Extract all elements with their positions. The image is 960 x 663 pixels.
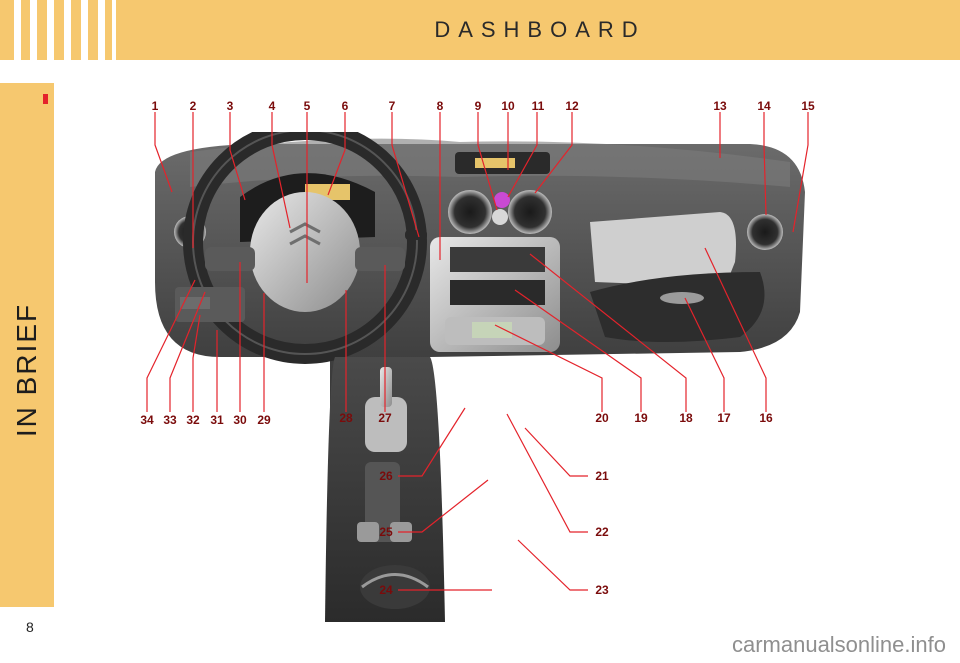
- page-number: 8: [26, 619, 34, 635]
- callout-number: 26: [379, 469, 393, 483]
- callout-number: 25: [379, 525, 393, 539]
- callout-number: 31: [210, 413, 224, 427]
- callout-number: 21: [595, 469, 609, 483]
- callout-number: 10: [501, 99, 515, 113]
- callout-number: 24: [379, 583, 393, 597]
- callout-number: 34: [140, 413, 154, 427]
- callout-number: 1: [151, 99, 159, 113]
- callout-number: 14: [757, 99, 771, 113]
- page-title: DASHBOARD: [434, 17, 646, 42]
- callout-number: 6: [341, 99, 349, 113]
- callout-number: 16: [759, 411, 773, 425]
- header-stripe: [81, 0, 88, 60]
- callout-number: 19: [634, 411, 648, 425]
- callout-number: 8: [436, 99, 444, 113]
- callout-number: 13: [713, 99, 727, 113]
- callout-number: 20: [595, 411, 609, 425]
- callout-number: 12: [565, 99, 579, 113]
- callout-number: 4: [268, 99, 276, 113]
- callout-number: 2: [189, 99, 197, 113]
- chapter-marker: [43, 94, 48, 104]
- callout-number: 23: [595, 583, 609, 597]
- callout-number: 32: [186, 413, 200, 427]
- header-bar: DASHBOARD: [0, 0, 960, 60]
- callout-number: 11: [531, 99, 545, 113]
- header-stripe: [98, 0, 105, 60]
- callout-number: 27: [378, 411, 392, 425]
- callout-number: 15: [801, 99, 815, 113]
- watermark[interactable]: carmanualsonline.info: [731, 632, 946, 657]
- sidebar: [0, 83, 54, 607]
- callout-number: 9: [474, 99, 482, 113]
- header-stripe: [64, 0, 71, 60]
- callout-number: 22: [595, 525, 609, 539]
- callout-number: 29: [257, 413, 271, 427]
- callout-number: 28: [339, 411, 353, 425]
- callout-number: 17: [717, 411, 731, 425]
- callout-number: 30: [233, 413, 247, 427]
- callout-number: 18: [679, 411, 693, 425]
- callout-number: 5: [303, 99, 311, 113]
- header-stripe: [14, 0, 21, 60]
- header-stripe: [112, 0, 116, 60]
- callout-number: 7: [388, 99, 396, 113]
- dashboard-illustration: [155, 132, 805, 622]
- header-stripe: [47, 0, 54, 60]
- callout-number: 3: [226, 99, 234, 113]
- header-stripe: [30, 0, 37, 60]
- callout-number: 33: [163, 413, 177, 427]
